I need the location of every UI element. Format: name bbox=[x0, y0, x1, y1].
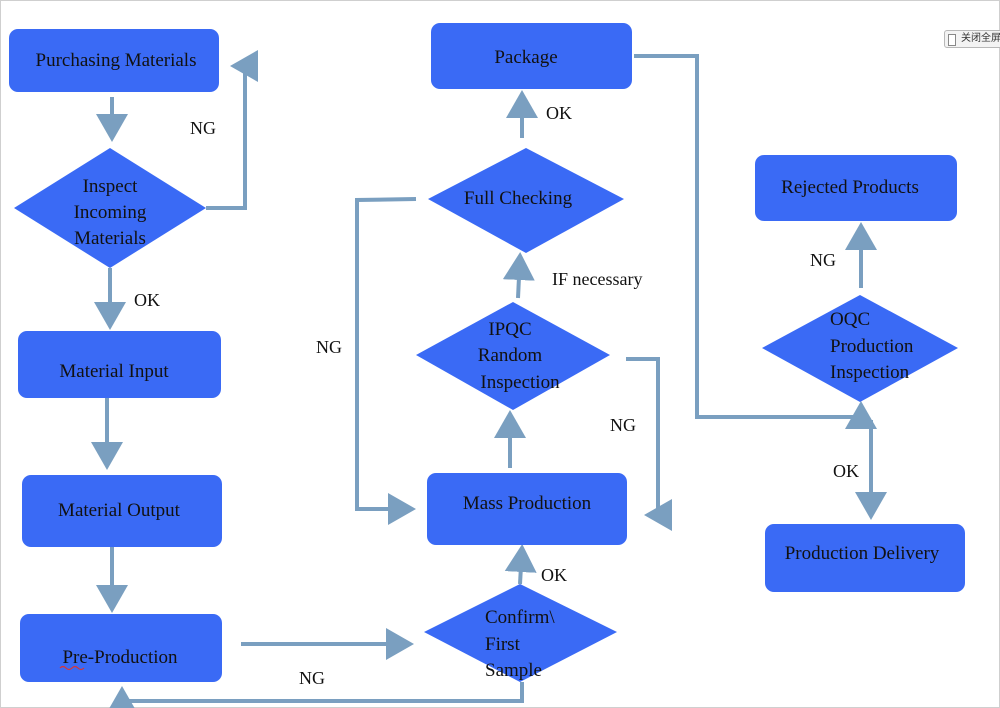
spellcheck-squiggle bbox=[59, 665, 85, 671]
node-label-line: Inspect bbox=[83, 176, 139, 197]
node-label: Purchasing Materials bbox=[36, 50, 197, 71]
edge-ipqc-to-full-checking bbox=[502, 252, 535, 299]
node-label-line: Inspection bbox=[830, 362, 910, 383]
node-purchasing-materials: Purchasing Materials bbox=[9, 29, 219, 92]
node-label-line: Random bbox=[478, 345, 543, 366]
node-oqc-production-inspection: OQC Production Inspection bbox=[762, 295, 958, 402]
edge-label-oqc-ok: OK bbox=[833, 461, 859, 481]
edge-label-incoming-ng: NG bbox=[190, 118, 216, 138]
edge-label-if-necessary: IF necessary bbox=[552, 269, 642, 289]
node-inspect-incoming-materials: Inspect Incoming Materials bbox=[14, 148, 206, 268]
window-icon bbox=[948, 34, 956, 46]
node-package: Package bbox=[431, 23, 632, 89]
node-ipqc-random-inspection: IPQC Random Inspection bbox=[416, 302, 610, 410]
edge-label-incoming-ok: OK bbox=[134, 290, 160, 310]
node-label-line: Confirm\ bbox=[485, 607, 555, 628]
edge-label-first-sample-ok: OK bbox=[541, 565, 567, 585]
node-production-delivery: Production Delivery bbox=[765, 524, 965, 592]
close-fullscreen-label: 关闭全屏 bbox=[961, 33, 1000, 44]
node-label-line: Inspection bbox=[480, 372, 560, 393]
edge-confirm-ok-to-mass-production bbox=[504, 544, 537, 585]
edge-confirm-ng-to-pre-production bbox=[106, 682, 524, 708]
node-label-line: First bbox=[485, 634, 521, 655]
node-label: Material Input bbox=[59, 361, 169, 382]
node-label: Rejected Products bbox=[781, 177, 919, 198]
node-label: Material Output bbox=[58, 500, 181, 521]
node-pre-production: Pre-Production bbox=[20, 614, 222, 682]
node-label-line: OQC bbox=[830, 309, 870, 330]
node-label-line: Incoming bbox=[74, 202, 147, 223]
node-label: Package bbox=[494, 47, 557, 68]
edge-label-oqc-ng: NG bbox=[810, 250, 836, 270]
edge-full-checking-ng-to-mass-production bbox=[355, 197, 417, 525]
edge-label-first-sample-ng: NG bbox=[299, 668, 325, 688]
node-label-line: Sample bbox=[485, 660, 542, 681]
edge-label-package-ok: OK bbox=[546, 103, 572, 123]
node-material-output: Material Output bbox=[22, 475, 222, 547]
edge-label-full-checking-ng: NG bbox=[316, 337, 342, 357]
node-label: Full Checking bbox=[464, 188, 573, 209]
node-label-line: Materials bbox=[74, 228, 146, 249]
node-mass-production: Mass Production bbox=[427, 473, 627, 545]
edge-label-ipqc-ng: NG bbox=[610, 415, 636, 435]
node-label-line: Production bbox=[830, 336, 914, 357]
node-confirm-first-sample: Confirm\ First Sample bbox=[424, 584, 617, 682]
node-label: Production Delivery bbox=[785, 543, 940, 564]
edge-package-to-oqc bbox=[634, 54, 877, 429]
node-label-line: IPQC bbox=[488, 319, 531, 340]
node-label: Pre-Production bbox=[62, 647, 178, 668]
edge-ipqc-ng-to-mass-production bbox=[626, 357, 672, 531]
node-full-checking: Full Checking bbox=[428, 148, 624, 253]
edge-inspect-ng-to-purchasing bbox=[206, 50, 258, 210]
node-material-input: Material Input bbox=[18, 331, 221, 398]
close-fullscreen-button[interactable]: 关闭全屏 bbox=[944, 30, 1000, 48]
node-rejected-products: Rejected Products bbox=[755, 155, 957, 221]
node-label: Mass Production bbox=[463, 493, 592, 514]
